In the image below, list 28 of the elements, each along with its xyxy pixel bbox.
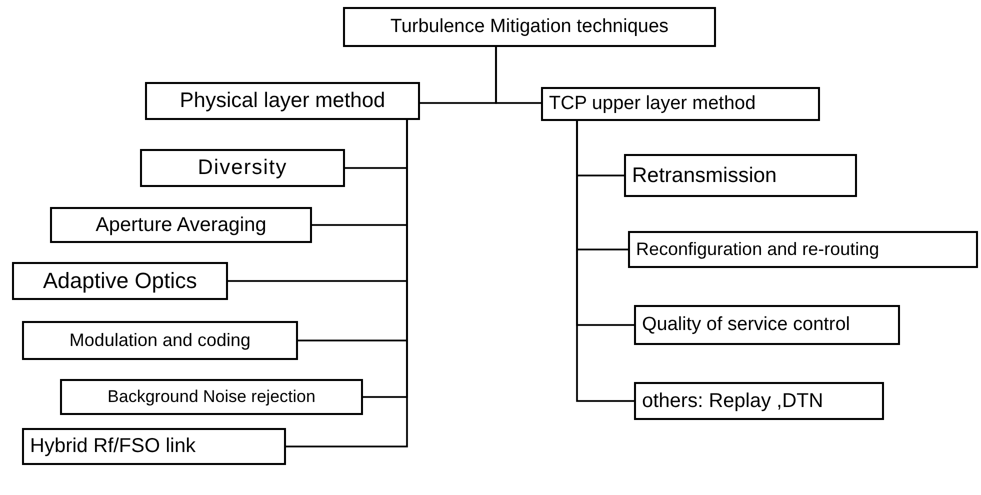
method-box (22, 321, 298, 360)
method-box (145, 82, 420, 120)
method-box (22, 428, 286, 465)
method-label: others: Replay ,DTN (642, 390, 824, 412)
method-box (634, 305, 900, 345)
method-label: Physical layer method (180, 89, 386, 113)
method-box (628, 231, 978, 268)
method-box (634, 382, 884, 420)
method-label: Quality of service control (642, 314, 850, 336)
method-label: Turbulence Mitigation techniques (390, 16, 669, 38)
method-label: Hybrid Rf/FSO link (30, 435, 196, 458)
method-box (12, 262, 228, 300)
method-box (343, 7, 716, 47)
method-label: Background Noise rejection (108, 387, 316, 407)
method-box (60, 379, 363, 415)
method-label: TCP upper layer method (549, 93, 756, 115)
method-label: Retransmission (632, 164, 777, 188)
connector-line (495, 47, 541, 104)
method-label: Adaptive Optics (42, 268, 198, 294)
method-box (50, 207, 312, 243)
method-label: Modulation and coding (69, 330, 251, 351)
method-label: Aperture Averaging (96, 214, 266, 236)
connector-line (576, 121, 634, 402)
method-label: Diversity (198, 156, 288, 180)
method-label: Reconfiguration and re-routing (636, 239, 880, 260)
method-box (624, 154, 857, 197)
method-box (140, 149, 345, 187)
method-box (541, 87, 820, 121)
